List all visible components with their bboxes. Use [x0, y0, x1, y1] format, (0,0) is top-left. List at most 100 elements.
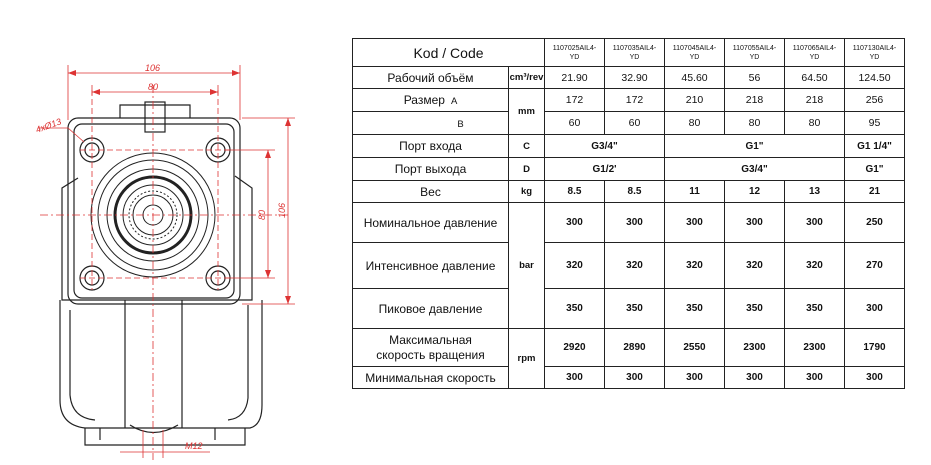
max-speed-value: 1790 — [844, 328, 905, 367]
speed-unit: rpm — [508, 328, 545, 389]
dim-shaft: M12 — [185, 441, 203, 451]
max-speed-value: 2550 — [664, 328, 725, 367]
weight-unit: kg — [508, 180, 545, 203]
size-a-value: 218 — [724, 88, 785, 112]
volume-unit: cm³/rev — [508, 66, 545, 89]
pressure-unit: bar — [508, 202, 545, 329]
max-speed-value: 2890 — [604, 328, 665, 367]
weight-row: Вес kg 8.5 8.5 11 12 13 21 — [352, 180, 905, 203]
volume-row: Рабочий объём cm³/rev 21.90 32.90 45.60 … — [352, 66, 905, 89]
weight-value: 12 — [724, 180, 785, 203]
peak-pressure-row: Пиковое давление 350 350 350 350 350 300 — [352, 288, 905, 329]
code-5: 1107065AIL4-YD — [784, 38, 845, 67]
dim-height-inner: 80 — [257, 210, 267, 220]
volume-value: 56 — [724, 66, 785, 89]
max-speed-value: 2920 — [544, 328, 605, 367]
intensive-pressure-value: 270 — [844, 242, 905, 289]
min-speed-label: Минимальная скорость — [352, 366, 509, 389]
min-speed-value: 300 — [724, 366, 785, 389]
nominal-pressure-value: 250 — [844, 202, 905, 243]
size-b-value: 80 — [664, 111, 725, 135]
inlet-value: G3/4" — [544, 134, 665, 158]
dimension-arrows — [68, 70, 291, 304]
size-a-value: 172 — [604, 88, 665, 112]
intensive-pressure-value: 320 — [784, 242, 845, 289]
outlet-label: Порт выхода — [352, 157, 509, 181]
spec-table: Kod / Code 1107025AIL4-YD 1107035AIL4-YD… — [352, 38, 905, 389]
dim-width-inner: 80 — [148, 82, 158, 92]
nominal-pressure-value: 300 — [664, 202, 725, 243]
weight-label: Вес — [352, 180, 509, 203]
outlet-value: G1/2' — [544, 157, 665, 181]
outlet-unit: D — [508, 157, 545, 181]
nominal-pressure-value: 300 — [604, 202, 665, 243]
size-b-value: 80 — [724, 111, 785, 135]
code-6: 1107130AIL4-YD — [844, 38, 905, 67]
min-speed-value: 300 — [664, 366, 725, 389]
dim-width-outer: 106 — [145, 63, 160, 73]
size-unit: mm — [508, 88, 545, 135]
size-a-value: 218 — [784, 88, 845, 112]
peak-pressure-label: Пиковое давление — [352, 288, 509, 329]
outlet-value: G3/4" — [664, 157, 845, 181]
min-speed-value: 300 — [544, 366, 605, 389]
size-b-value: 60 — [544, 111, 605, 135]
intensive-pressure-value: 320 — [604, 242, 665, 289]
nominal-pressure-value: 300 — [784, 202, 845, 243]
nominal-pressure-row: Номинальное давление bar 300 300 300 300… — [352, 202, 905, 329]
code-4: 1107055AIL4-YD — [724, 38, 785, 67]
code-1: 1107025AIL4-YD — [544, 38, 605, 67]
outlet-row: Порт выхода D G1/2' G3/4" G1" — [352, 157, 905, 181]
volume-value: 45.60 — [664, 66, 725, 89]
max-speed-value: 2300 — [724, 328, 785, 367]
pump-technical-drawing: 106 80 80 106 4xØ13 M12 — [34, 63, 295, 460]
nominal-pressure-value: 300 — [544, 202, 605, 243]
min-speed-value: 300 — [604, 366, 665, 389]
min-speed-value: 300 — [844, 366, 905, 389]
inlet-value: G1 1/4" — [844, 134, 905, 158]
dim-height-outer: 106 — [277, 203, 287, 218]
size-b-row: B 60 60 80 80 80 95 — [352, 111, 905, 135]
size-a-value: 210 — [664, 88, 725, 112]
inlet-value: G1" — [664, 134, 845, 158]
outlet-value: G1" — [844, 157, 905, 181]
min-speed-value: 300 — [784, 366, 845, 389]
intensive-pressure-label: Интенсивное давление — [352, 242, 509, 289]
peak-pressure-value: 350 — [724, 288, 785, 329]
header-row: Kod / Code 1107025AIL4-YD 1107035AIL4-YD… — [352, 38, 905, 67]
intensive-pressure-value: 320 — [664, 242, 725, 289]
inlet-row: Порт входа C G3/4" G1" G1 1/4" — [352, 134, 905, 158]
size-b-value: 95 — [844, 111, 905, 135]
min-speed-row: Минимальная скорость 300 300 300 300 300… — [352, 366, 905, 389]
nominal-pressure-value: 300 — [724, 202, 785, 243]
volume-value: 32.90 — [604, 66, 665, 89]
size-a-value: 256 — [844, 88, 905, 112]
volume-value: 21.90 — [544, 66, 605, 89]
intensive-pressure-value: 320 — [724, 242, 785, 289]
inlet-label: Порт входа — [352, 134, 509, 158]
peak-pressure-value: 350 — [604, 288, 665, 329]
volume-label: Рабочий объём — [352, 66, 509, 89]
max-speed-value: 2300 — [784, 328, 845, 367]
nominal-pressure-label: Номинальное давление — [352, 202, 509, 243]
peak-pressure-value: 300 — [844, 288, 905, 329]
size-b-value: 80 — [784, 111, 845, 135]
inlet-unit: C — [508, 134, 545, 158]
pump-body-outline — [59, 101, 263, 446]
code-2: 1107035AIL4-YD — [604, 38, 665, 67]
dimension-lines — [38, 65, 295, 460]
weight-value: 8.5 — [544, 180, 605, 203]
weight-value: 8.5 — [604, 180, 665, 203]
volume-value: 64.50 — [784, 66, 845, 89]
intensive-pressure-row: Интенсивное давление 320 320 320 320 320… — [352, 242, 905, 289]
intensive-pressure-value: 320 — [544, 242, 605, 289]
size-b-label: B — [352, 111, 509, 135]
weight-value: 13 — [784, 180, 845, 203]
peak-pressure-value: 350 — [544, 288, 605, 329]
header-label: Kod / Code — [352, 38, 545, 67]
code-3: 1107045AIL4-YD — [664, 38, 725, 67]
